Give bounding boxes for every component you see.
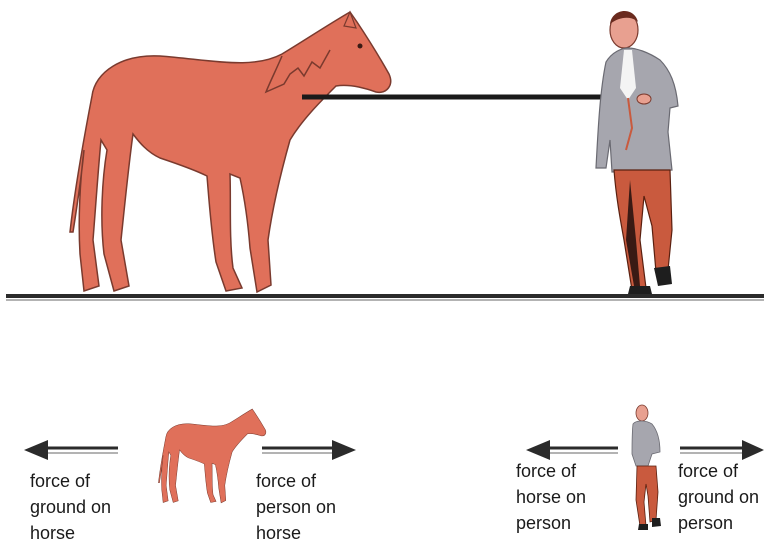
person-hand [637,94,651,104]
label-line: force of [256,468,336,494]
horse-illustration [70,12,391,292]
label-line: person [678,510,759,536]
small-horse [158,409,265,503]
label-line: person [516,510,586,536]
small-person [632,405,661,530]
label-force-ground-on-person: force of ground on person [678,458,759,536]
label-line: horse on [516,484,586,510]
person-shoe-right [654,266,672,286]
label-line: force of [678,458,759,484]
arrow-right-person [680,440,764,460]
person-jacket [596,48,678,172]
person-shoe-left [628,286,652,294]
horse-body [70,12,391,292]
person-illustration [596,11,678,294]
arrow-left-horse [24,440,118,460]
arrow-left-person [526,440,618,460]
label-force-person-on-horse: force of person on horse [256,468,336,546]
label-line: ground on [678,484,759,510]
label-line: horse [256,520,336,546]
label-line: force of [30,468,111,494]
label-line: horse [30,520,111,546]
label-line: force of [516,458,586,484]
arrow-right-horse [262,440,356,460]
label-force-ground-on-horse: force of ground on horse [30,468,111,546]
label-line: ground on [30,494,111,520]
horse-eye [358,44,363,49]
label-force-horse-on-person: force of horse on person [516,458,586,536]
label-line: person on [256,494,336,520]
